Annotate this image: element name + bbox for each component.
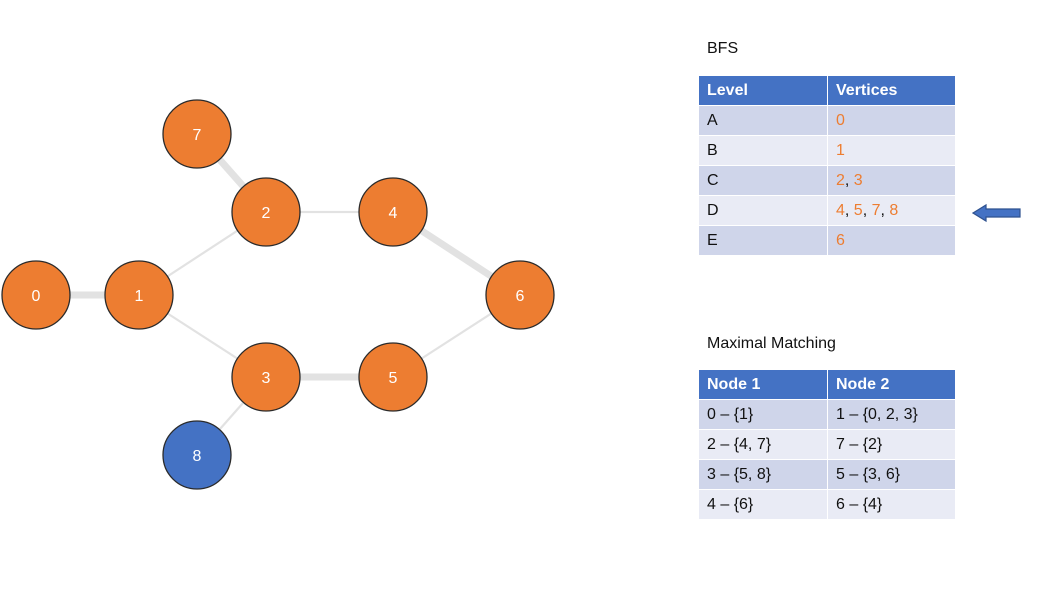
matching-node2-cell: 6 – {4} — [827, 489, 956, 520]
bfs-header-level: Level — [698, 75, 828, 106]
graph-diagram: 0 1 2 3 4 5 6 7 8 — [1, 99, 555, 490]
node-label: 0 — [32, 288, 41, 305]
bfs-vertex: 1 — [836, 141, 845, 159]
node-5: 5 — [358, 342, 428, 412]
matching-header-node2: Node 2 — [827, 369, 956, 400]
node-label: 2 — [262, 205, 271, 222]
bfs-vertices-cell: 2, 3 — [827, 165, 956, 196]
node-circle — [485, 260, 555, 330]
matching-node2-cell: 1 – {0, 2, 3} — [827, 399, 956, 430]
bfs-vertices-cell: 0 — [827, 105, 956, 136]
matching-title: Maximal Matching — [707, 335, 836, 352]
node-circle — [231, 177, 301, 247]
node-7: 7 — [162, 99, 232, 169]
node-label: 5 — [389, 370, 398, 387]
node-label: 4 — [389, 205, 398, 222]
bfs-level-cell: B — [698, 135, 828, 166]
matching-row: 2 – {4, 7}7 – {2} — [698, 429, 956, 460]
node-circle — [358, 342, 428, 412]
node-6: 6 — [485, 260, 555, 330]
bfs-level-cell: E — [698, 225, 828, 256]
node-label: 6 — [516, 288, 525, 305]
bfs-vertex: 4 — [836, 201, 845, 219]
matching-node2-cell: 7 – {2} — [827, 429, 956, 460]
node-circle — [104, 260, 174, 330]
bfs-title: BFS — [707, 40, 739, 57]
bfs-vertex: 7 — [871, 201, 881, 219]
matching-node1-cell: 0 – {1} — [698, 399, 828, 430]
node-1: 1 — [104, 260, 174, 330]
matching-node1-cell: 2 – {4, 7} — [698, 429, 828, 460]
matching-header-row: Node 1 Node 2 — [698, 369, 956, 400]
bfs-vertex: 5 — [853, 201, 863, 219]
node-4: 4 — [358, 177, 428, 247]
bfs-vertex: 3 — [853, 171, 863, 189]
node-8: 8 — [162, 420, 232, 490]
bfs-vertices-cell: 1 — [827, 135, 956, 166]
bfs-level-cell: C — [698, 165, 828, 196]
bfs-vertices-cell: 6 — [827, 225, 956, 256]
matching-row: 4 – {6}6 – {4} — [698, 489, 956, 520]
bfs-header-row: Level Vertices — [698, 75, 956, 106]
node-circle — [358, 177, 428, 247]
node-circle — [1, 260, 71, 330]
bfs-level-cell: A — [698, 105, 828, 136]
bfs-vertex: 2 — [836, 171, 845, 189]
bfs-vertex: 6 — [836, 231, 845, 249]
bfs-vertices-cell: 4, 5, 7, 8 — [827, 195, 956, 226]
matching-table: Node 1 Node 2 0 – {1}1 – {0, 2, 3}2 – {4… — [698, 369, 956, 520]
node-3: 3 — [231, 342, 301, 412]
node-label: 7 — [193, 127, 202, 144]
arrow-left-icon — [972, 203, 1021, 223]
node-label: 3 — [262, 370, 271, 387]
bfs-level-cell: D — [698, 195, 828, 226]
matching-header-node1: Node 1 — [698, 369, 828, 400]
matching-row: 3 – {5, 8}5 – {3, 6} — [698, 459, 956, 490]
matching-node2-cell: 5 – {3, 6} — [827, 459, 956, 490]
bfs-vertex: 0 — [836, 111, 845, 129]
node-circle — [162, 99, 232, 169]
matching-node1-cell: 3 – {5, 8} — [698, 459, 828, 490]
bfs-header-vertices: Vertices — [827, 75, 956, 106]
node-circle — [162, 420, 232, 490]
matching-node1-cell: 4 – {6} — [698, 489, 828, 520]
bfs-vertex: 8 — [889, 201, 899, 219]
node-circle — [231, 342, 301, 412]
node-label: 8 — [193, 448, 202, 465]
node-0: 0 — [1, 260, 71, 330]
matching-row: 0 – {1}1 – {0, 2, 3} — [698, 399, 956, 430]
node-label: 1 — [135, 288, 144, 305]
node-2: 2 — [231, 177, 301, 247]
